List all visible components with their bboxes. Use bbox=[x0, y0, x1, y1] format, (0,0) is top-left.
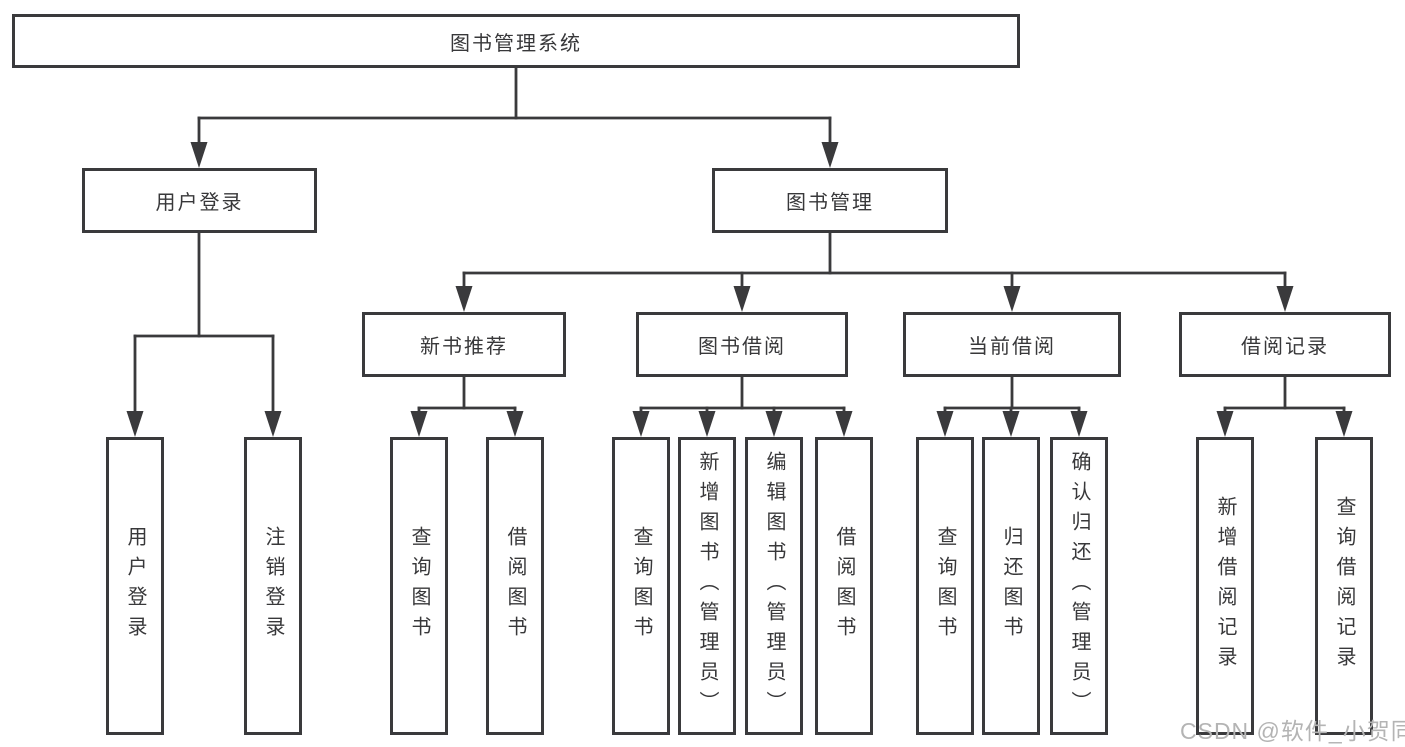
connector-group bbox=[190, 66, 839, 168]
connector-group bbox=[410, 375, 524, 437]
leaf-query-borrow-record-label: 查询借阅记录 bbox=[1333, 496, 1355, 676]
node-library-management-system-label: 图书管理系统 bbox=[450, 32, 582, 55]
arrowhead-down-icon bbox=[410, 411, 428, 437]
leaf-add-books-admin-label: 新增图书（管理员） bbox=[696, 451, 718, 721]
leaf-add-borrow-record-label: 新增借阅记录 bbox=[1214, 496, 1236, 676]
branch-book-management: 图书管理 bbox=[712, 168, 948, 233]
arrowhead-down-icon bbox=[126, 411, 144, 437]
connector-group bbox=[632, 375, 853, 437]
arrowhead-down-icon bbox=[1276, 286, 1294, 312]
module-borrowing-records-label: 借阅记录 bbox=[1241, 336, 1329, 358]
leaf-borrow-books-borrowing-label: 借阅图书 bbox=[833, 526, 855, 646]
leaf-query-books-recommend-label: 查询图书 bbox=[408, 526, 430, 646]
leaf-logout-login: 注销登录 bbox=[244, 437, 302, 735]
connector-group bbox=[1216, 375, 1353, 437]
arrowhead-down-icon bbox=[1070, 411, 1088, 437]
arrowhead-down-icon bbox=[632, 411, 650, 437]
leaf-query-books-borrowing: 查询图书 bbox=[612, 437, 670, 735]
arrowhead-down-icon bbox=[506, 411, 524, 437]
leaf-edit-books-admin-label: 编辑图书（管理员） bbox=[763, 451, 785, 721]
arrowhead-down-icon bbox=[1002, 411, 1020, 437]
module-book-borrowing: 图书借阅 bbox=[636, 312, 848, 377]
arrowhead-down-icon bbox=[455, 286, 473, 312]
module-borrowing-records: 借阅记录 bbox=[1179, 312, 1391, 377]
branch-book-management-label: 图书管理 bbox=[786, 192, 874, 214]
leaf-query-books-current: 查询图书 bbox=[916, 437, 974, 735]
module-current-borrowing-label: 当前借阅 bbox=[968, 336, 1056, 358]
module-book-borrowing-label: 图书借阅 bbox=[698, 336, 786, 358]
connector-group bbox=[455, 231, 1294, 312]
leaf-query-books-current-label: 查询图书 bbox=[934, 526, 956, 646]
connector-group bbox=[936, 375, 1088, 437]
module-new-book-recommendation: 新书推荐 bbox=[362, 312, 566, 377]
arrowhead-down-icon bbox=[190, 142, 208, 168]
leaf-confirm-return-admin-label: 确认归还（管理员） bbox=[1068, 451, 1090, 721]
leaf-borrow-books-recommend: 借阅图书 bbox=[486, 437, 544, 735]
branch-user-login: 用户登录 bbox=[82, 168, 317, 233]
arrowhead-down-icon bbox=[1335, 411, 1353, 437]
arrowhead-down-icon bbox=[765, 411, 783, 437]
leaf-add-books-admin: 新增图书（管理员） bbox=[678, 437, 736, 735]
arrowhead-down-icon bbox=[1216, 411, 1234, 437]
node-library-management-system: 图书管理系统 bbox=[12, 14, 1020, 68]
leaf-query-books-recommend: 查询图书 bbox=[390, 437, 448, 735]
leaf-return-books-label: 归还图书 bbox=[1000, 526, 1022, 646]
leaf-borrow-books-recommend-label: 借阅图书 bbox=[504, 526, 526, 646]
arrowhead-down-icon bbox=[698, 411, 716, 437]
leaf-logout-login-label: 注销登录 bbox=[262, 526, 284, 646]
leaf-confirm-return-admin: 确认归还（管理员） bbox=[1050, 437, 1108, 735]
module-current-borrowing: 当前借阅 bbox=[903, 312, 1121, 377]
arrowhead-down-icon bbox=[835, 411, 853, 437]
leaf-borrow-books-borrowing: 借阅图书 bbox=[815, 437, 873, 735]
branch-user-login-label: 用户登录 bbox=[155, 192, 244, 214]
arrowhead-down-icon bbox=[264, 411, 282, 437]
arrowhead-down-icon bbox=[821, 142, 839, 168]
arrowhead-down-icon bbox=[936, 411, 954, 437]
arrowhead-down-icon bbox=[733, 286, 751, 312]
leaf-user-login: 用户登录 bbox=[106, 437, 164, 735]
leaf-return-books: 归还图书 bbox=[982, 437, 1040, 735]
leaf-query-books-borrowing-label: 查询图书 bbox=[630, 526, 652, 646]
leaf-edit-books-admin: 编辑图书（管理员） bbox=[745, 437, 803, 735]
module-new-book-recommendation-label: 新书推荐 bbox=[420, 336, 508, 358]
connector-group bbox=[126, 231, 282, 437]
leaf-user-login-label: 用户登录 bbox=[124, 526, 146, 646]
leaf-query-borrow-record: 查询借阅记录 bbox=[1315, 437, 1373, 735]
csdn-watermark: CSDN @软件_小贺同学 bbox=[1180, 718, 1405, 744]
arrowhead-down-icon bbox=[1003, 286, 1021, 312]
leaf-add-borrow-record: 新增借阅记录 bbox=[1196, 437, 1254, 735]
